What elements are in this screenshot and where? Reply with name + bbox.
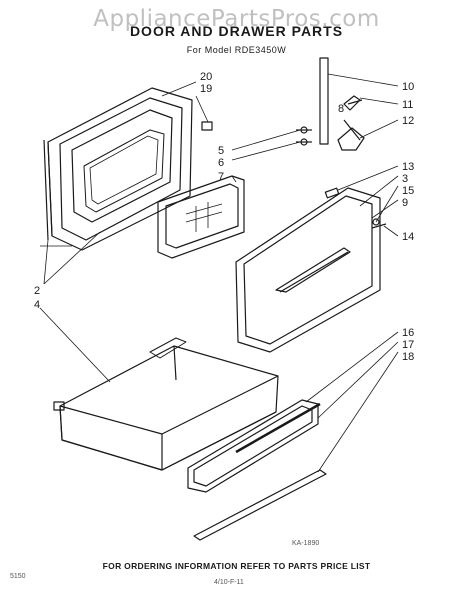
callout-10: 10 (402, 81, 414, 93)
callout-9: 9 (402, 197, 408, 209)
diagram-title: DOOR AND DRAWER PARTS (129, 23, 344, 39)
door-glass (83, 129, 165, 213)
outer-door-panel (235, 187, 387, 353)
window-insert (157, 175, 245, 259)
callout-5: 5 (218, 145, 224, 157)
callout-15: 15 (402, 185, 414, 197)
watermark: AppliancePartsPros.com (93, 6, 380, 32)
callout-8: 8 (338, 103, 344, 115)
callout-20: 20 (200, 71, 212, 83)
callout-16: 16 (402, 327, 414, 339)
drawing-code: KA-1890 (292, 540, 320, 547)
bottom-left-code: 5150 (10, 573, 26, 580)
callout-7: 7 (218, 171, 224, 183)
callout-2: 2 (34, 285, 40, 297)
callout-19: 19 (200, 83, 212, 95)
drawer-box (53, 337, 279, 471)
callout-11: 11 (402, 99, 413, 111)
callout-numbers: 20 19 10 11 8 12 5 6 7 13 3 15 9 14 2 4 … (34, 71, 414, 363)
door-frame (43, 87, 193, 251)
ordering-note: FOR ORDERING INFORMATION REFER TO PARTS … (102, 561, 371, 571)
door-clip (201, 121, 213, 131)
callout-12: 12 (402, 115, 414, 127)
leader-lines (39, 73, 399, 473)
drawer-rail (193, 469, 327, 541)
callout-6: 6 (218, 157, 224, 169)
callout-17: 17 (402, 339, 414, 351)
callout-18: 18 (402, 351, 414, 363)
callout-4: 4 (34, 299, 40, 311)
callout-14: 14 (402, 231, 414, 243)
hinge-assembly (296, 57, 365, 151)
bottom-note: 4/10-F-11 (214, 579, 244, 586)
drawer-front (187, 399, 321, 493)
callout-13: 13 (402, 161, 414, 173)
callout-3: 3 (402, 173, 408, 185)
model-line: For Model RDE3450W (186, 45, 287, 55)
